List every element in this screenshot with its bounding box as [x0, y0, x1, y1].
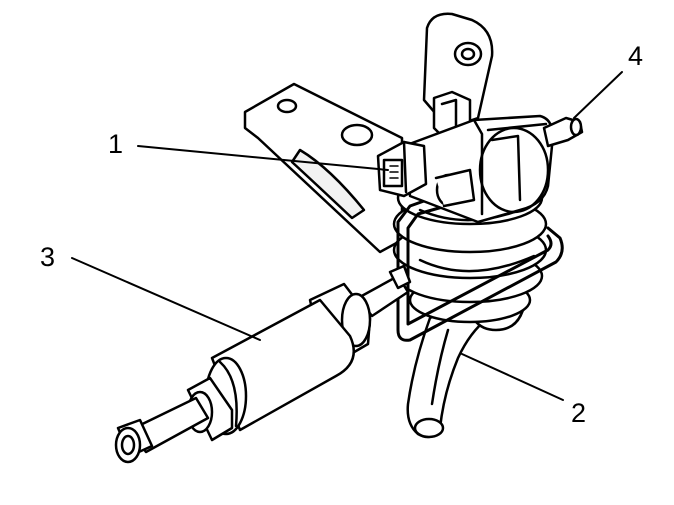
fuel-pump [114, 264, 412, 464]
upper-bracket-arm [422, 12, 494, 142]
leader-line-4 [573, 71, 623, 119]
rubber-hose [406, 298, 490, 439]
mounting-bracket-plate [243, 82, 404, 254]
callout-4: 4 [628, 41, 644, 71]
callout-2: 2 [571, 398, 587, 428]
electrical-connector [376, 140, 428, 198]
callout-1: 1 [108, 129, 124, 159]
u-clamp [396, 194, 564, 342]
leader-line-3 [71, 257, 261, 341]
leader-lines [71, 71, 623, 401]
leader-line-1 [137, 145, 389, 171]
side-port [434, 168, 476, 208]
leader-line-2 [461, 353, 564, 401]
hose-nipple [542, 116, 584, 148]
callout-3: 3 [40, 242, 56, 272]
